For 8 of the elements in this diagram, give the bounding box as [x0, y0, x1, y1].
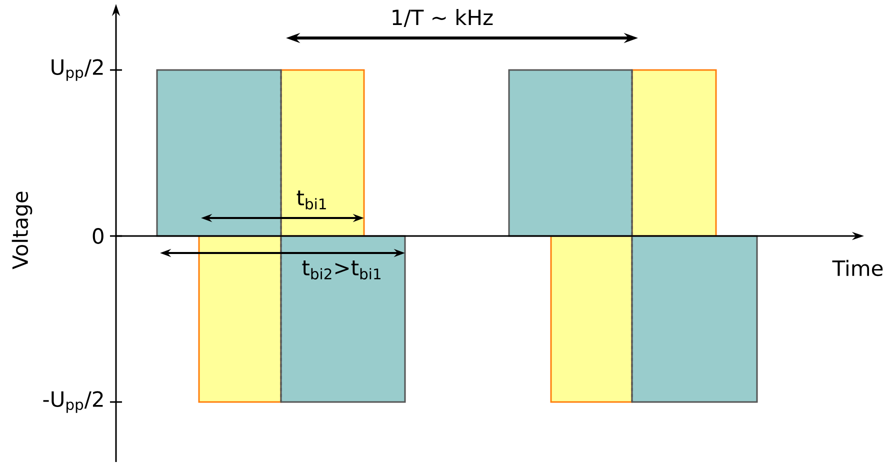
tick-label: -U$_{pp}$/2: [43, 391, 103, 413]
frequency-label: 1/T ~ kHz: [392, 9, 493, 27]
axis-title: Time: [832, 260, 883, 276]
time-label: t$_{bi2}$>t$_{bi1}$: [302, 260, 380, 280]
tick-label: 0: [92, 228, 104, 244]
time-label: t$_{bi1}$: [296, 190, 326, 210]
axis-title: Voltage: [12, 192, 32, 270]
tick-label: U$_{pp}$/2: [52, 59, 103, 81]
